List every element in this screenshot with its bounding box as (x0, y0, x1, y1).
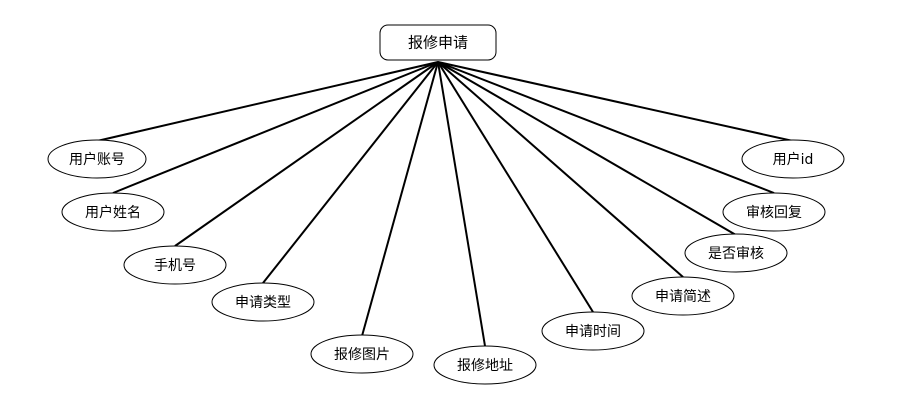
attribute-apply-desc: 申请简述 (631, 276, 735, 316)
connector-line-apply-type (262, 61, 439, 284)
attribute-phone: 手机号 (123, 245, 227, 285)
attribute-repair-image: 报修图片 (310, 334, 414, 374)
attribute-label: 用户姓名 (85, 204, 141, 221)
connector-lines (96, 61, 794, 347)
attribute-ellipse (310, 334, 414, 374)
entity-box (379, 24, 497, 61)
entity-node: 报修申请 (379, 24, 497, 61)
connector-line-apply-time (437, 61, 594, 313)
attribute-review-reply: 审核回复 (722, 192, 826, 232)
attribute-label: 是否审核 (708, 246, 764, 262)
attribute-label: 报修地址 (457, 358, 513, 374)
connector-line-user-account (96, 61, 439, 142)
connector-line-repair-address (437, 61, 486, 347)
attribute-ellipse (47, 139, 147, 179)
attribute-label: 用户账号 (69, 151, 125, 168)
connector-line-user-id (437, 61, 794, 142)
attribute-label: 用户id (773, 151, 814, 168)
connector-line-repair-image (361, 61, 439, 337)
connector-line-apply-desc (437, 61, 684, 278)
attribute-ellipse (684, 233, 788, 273)
attribute-ellipse (61, 192, 165, 232)
attribute-ellipse (123, 245, 227, 285)
entity-label: 报修申请 (408, 34, 468, 52)
attribute-apply-time: 申请时间 (541, 311, 645, 351)
attribute-is-reviewed: 是否审核 (684, 233, 788, 273)
attribute-label: 报修图片 (334, 347, 390, 363)
attribute-label: 审核回复 (746, 204, 802, 221)
attribute-ellipse (722, 192, 826, 232)
attribute-ellipse (433, 345, 537, 385)
attribute-ellipse (741, 139, 845, 179)
attribute-label: 申请时间 (565, 324, 621, 340)
attribute-label: 申请简述 (655, 288, 711, 305)
connector-line-is-reviewed (437, 61, 737, 236)
attribute-user-id: 用户id (741, 139, 845, 179)
attribute-ellipse (541, 311, 645, 351)
attribute-user-name: 用户姓名 (61, 192, 165, 232)
attribute-user-account: 用户账号 (47, 139, 147, 179)
attribute-label: 申请类型 (235, 295, 291, 311)
connector-line-phone (174, 61, 439, 247)
attribute-label: 手机号 (154, 258, 196, 274)
connector-line-user-name (112, 61, 439, 194)
connector-line-review-reply (437, 61, 775, 194)
attribute-apply-type: 申请类型 (211, 282, 315, 322)
attribute-ellipse (211, 282, 315, 322)
attribute-repair-address: 报修地址 (433, 345, 537, 385)
attribute-ellipse (631, 276, 735, 316)
